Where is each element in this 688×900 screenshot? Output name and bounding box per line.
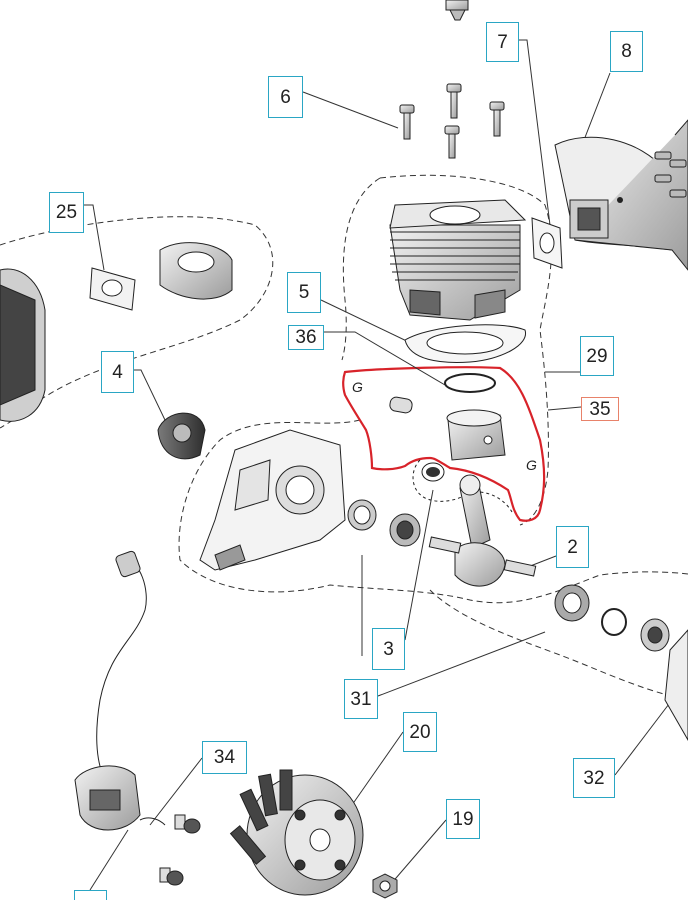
flywheel-nut-part xyxy=(372,873,398,899)
callout-7: 7 xyxy=(486,22,519,62)
ignition-screws-part xyxy=(159,814,201,886)
muffler-part xyxy=(554,119,688,271)
piston-part: G G xyxy=(352,379,537,473)
callout-4: 4 xyxy=(101,351,134,393)
callout-8-label: 8 xyxy=(621,41,632,62)
needle-bearing-part xyxy=(421,462,445,482)
ignition-module-small-part xyxy=(157,412,206,460)
group-outline-crankcase xyxy=(178,419,688,604)
cylinder-part xyxy=(389,199,527,321)
crankshaft-bearings-right-part xyxy=(554,584,670,652)
flywheel-part xyxy=(229,769,364,896)
callout-5-label: 5 xyxy=(298,282,310,303)
callout-19-label: 19 xyxy=(452,808,474,830)
callout-6-label: 6 xyxy=(280,86,291,108)
callout-3: 3 xyxy=(372,628,405,670)
callout-8: 8 xyxy=(610,31,643,72)
crankcase-right-part xyxy=(664,629,688,742)
crankshaft-part xyxy=(428,474,537,587)
callout-19: 19 xyxy=(446,799,480,839)
crankcase-part xyxy=(199,429,346,571)
callout-29-label: 29 xyxy=(586,345,608,367)
ignition-coil-part xyxy=(74,550,166,831)
callout-36: 36 xyxy=(288,325,324,350)
top-nut-part xyxy=(445,0,469,21)
callout-29: 29 xyxy=(580,336,614,376)
callout-7-label: 7 xyxy=(497,31,508,53)
callout-25: 25 xyxy=(49,192,84,233)
svg-text:G: G xyxy=(526,457,537,473)
callout-6: 6 xyxy=(268,76,303,118)
callout-25-label: 25 xyxy=(55,202,78,223)
callout-4-label: 4 xyxy=(112,361,123,383)
callout-34: 34 xyxy=(202,741,247,774)
callout-34-label: 34 xyxy=(213,747,236,768)
callout-35: 35 xyxy=(581,397,619,421)
crankshaft-bearings-left-part xyxy=(347,499,421,547)
piston-ring-part xyxy=(444,373,496,393)
air-filter-housing-part xyxy=(0,242,233,422)
callout-2-label: 2 xyxy=(567,536,578,558)
callout-5: 5 xyxy=(287,272,321,313)
callout-31-label: 31 xyxy=(350,688,372,710)
exhaust-gasket-part xyxy=(531,217,563,269)
callout-partial-bottom xyxy=(74,890,107,900)
group-outline-cylinder xyxy=(379,174,552,526)
callout-31: 31 xyxy=(344,679,378,719)
callout-32-label: 32 xyxy=(583,767,605,789)
callout-36-label: 36 xyxy=(295,327,317,348)
callout-35-label: 35 xyxy=(589,398,611,420)
callout-32: 32 xyxy=(573,758,615,798)
group-outline-cylinder-left xyxy=(341,177,381,361)
cylinder-screws-part xyxy=(399,83,505,159)
cylinder-base-gasket-part xyxy=(404,324,526,363)
svg-text:G: G xyxy=(352,379,363,395)
callout-2: 2 xyxy=(556,526,589,568)
piston-group-highlight xyxy=(342,366,546,522)
callout-20-label: 20 xyxy=(409,721,431,743)
callout-20: 20 xyxy=(403,712,437,752)
group-outline-bottom-right xyxy=(429,589,688,701)
callout-3-label: 3 xyxy=(383,638,394,660)
